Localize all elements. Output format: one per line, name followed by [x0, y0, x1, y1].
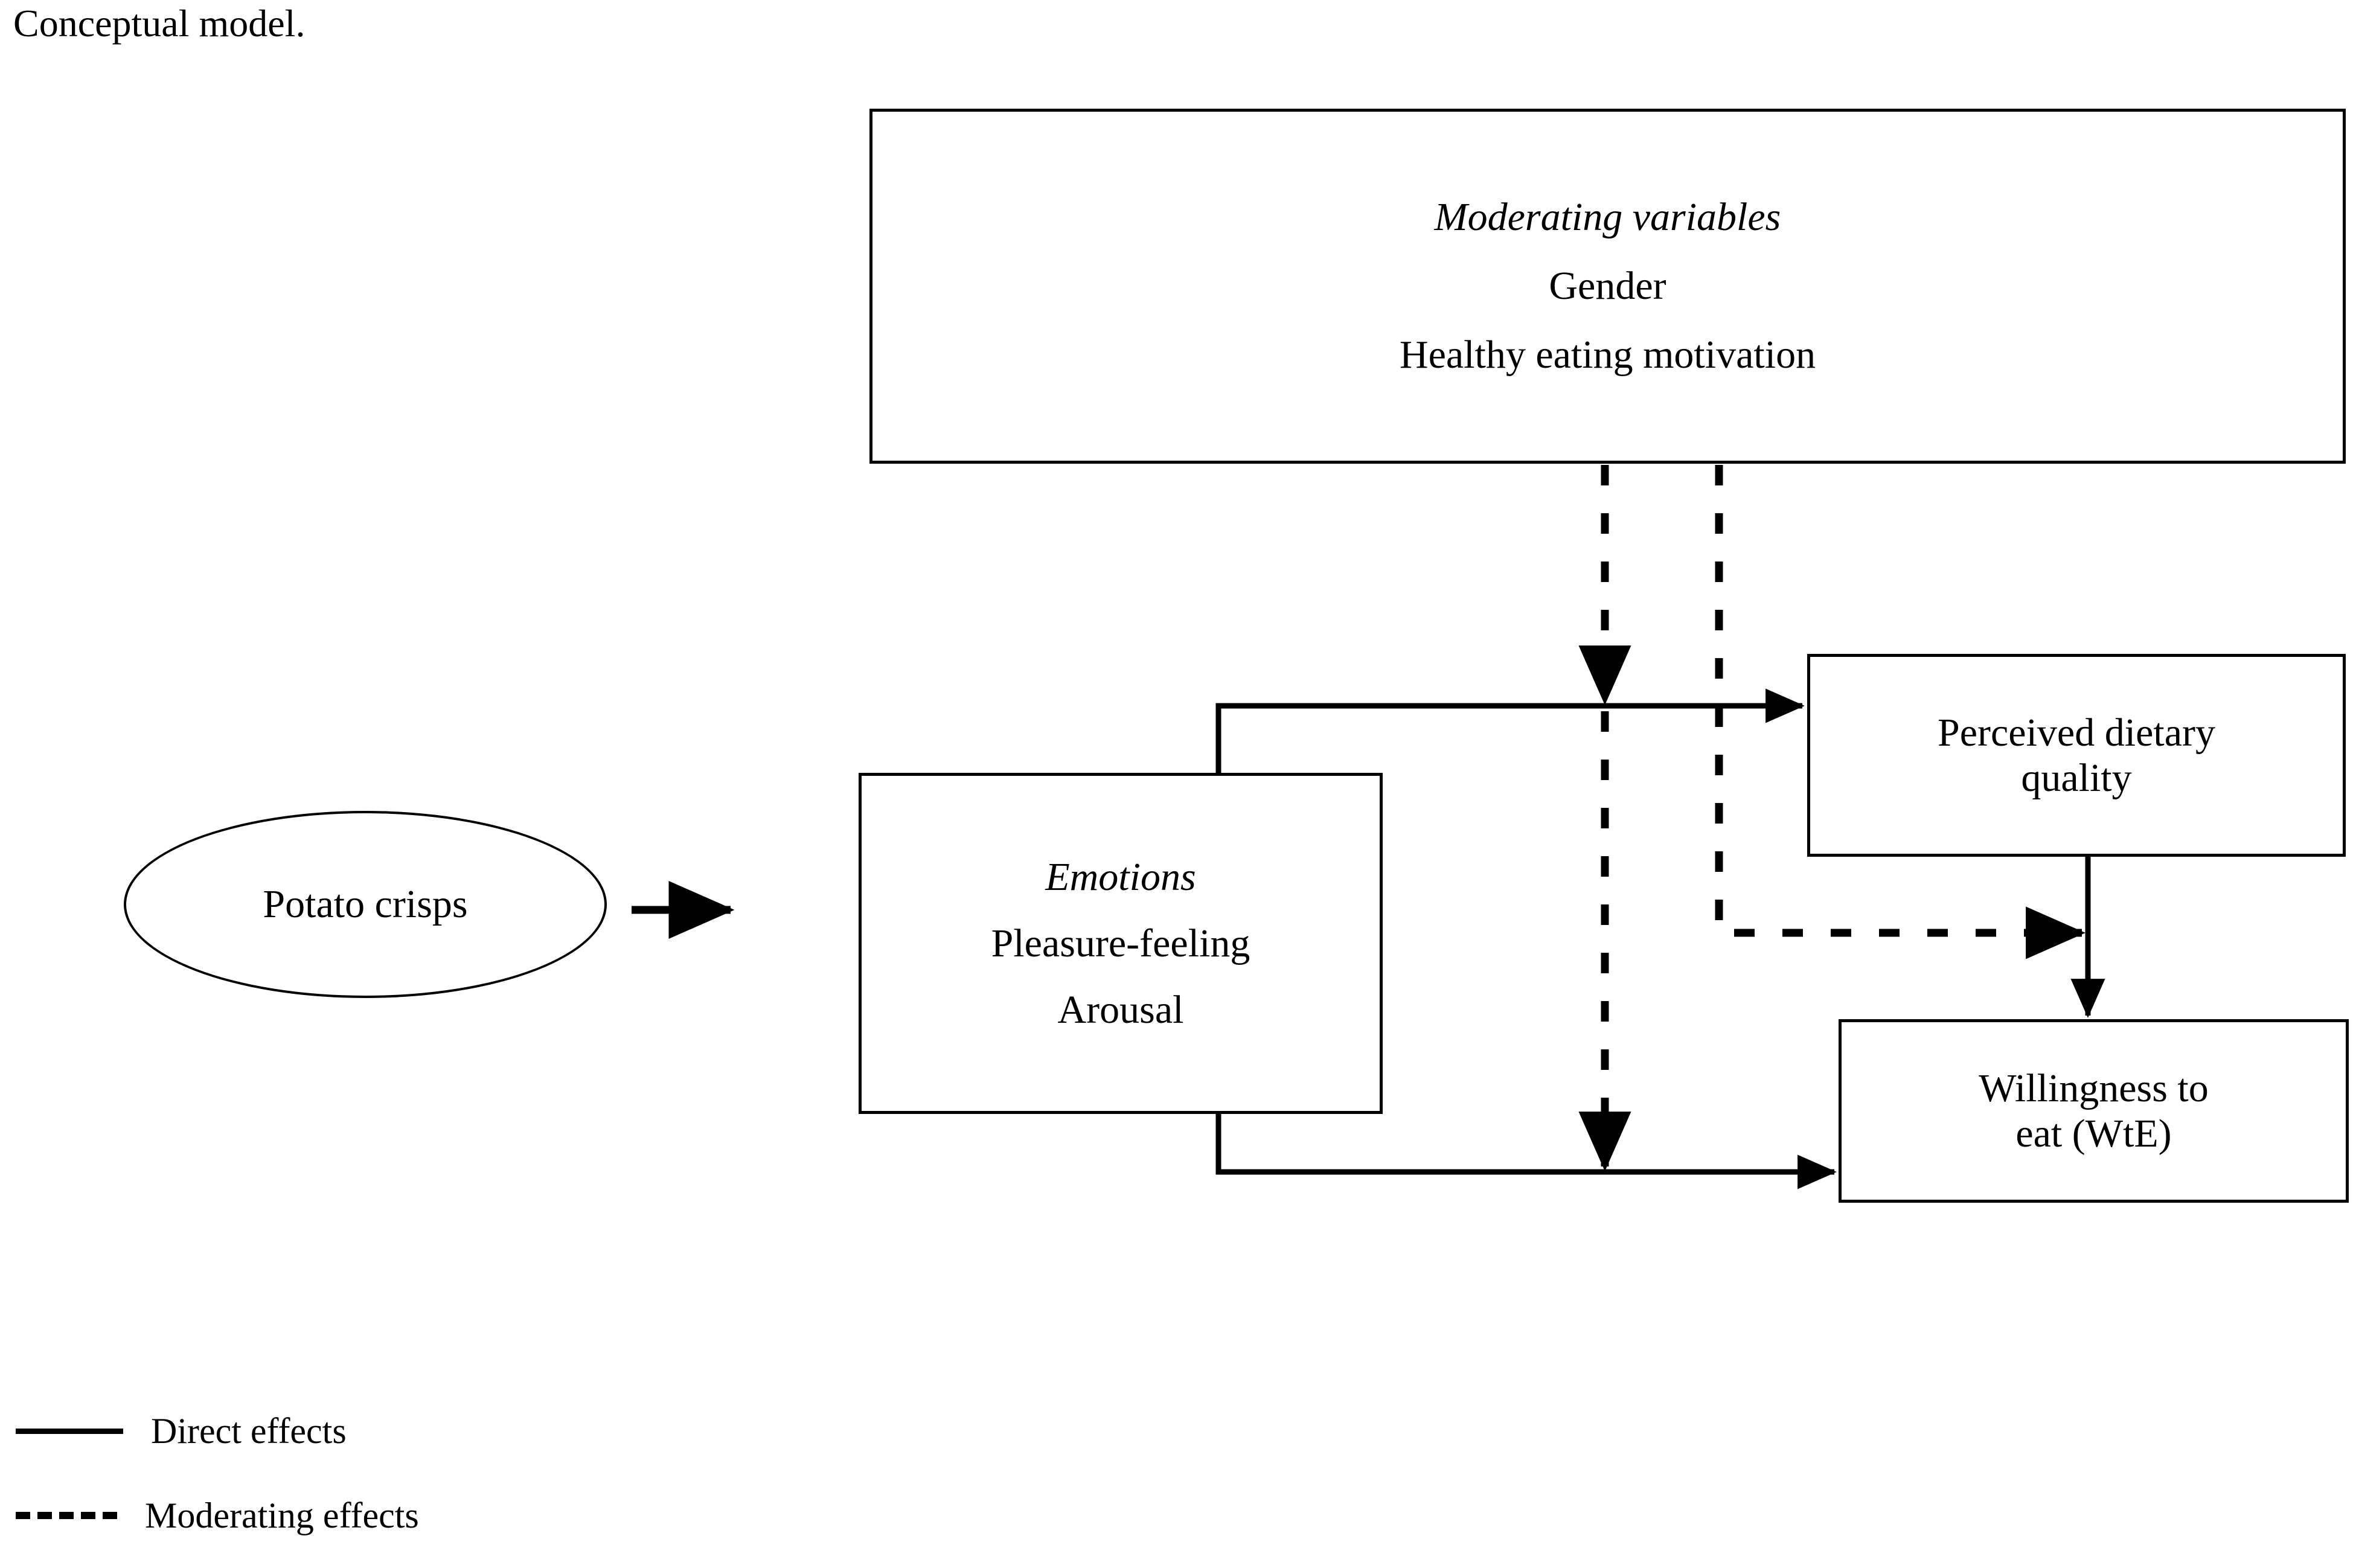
willingness-to-eat-line1: Willingness to [1979, 1066, 2209, 1110]
potato-crisps-label: Potato crisps [263, 882, 468, 926]
moderating-variable-gender: Gender [1549, 264, 1666, 308]
emotions-item-arousal: Arousal [1057, 987, 1184, 1032]
node-willingness-to-eat[interactable]: Willingness to eat (WtE) [1839, 1019, 2349, 1203]
legend-label-direct-effects: Direct effects [151, 1411, 347, 1451]
emotions-item-pleasure-feeling: Pleasure-feeling [991, 921, 1250, 965]
emotions-title: Emotions [1045, 854, 1196, 899]
legend-label-moderating-effects: Moderating effects [145, 1496, 419, 1535]
perceived-dietary-quality-line1: Perceived dietary [1938, 710, 2215, 755]
perceived-dietary-quality-line2: quality [2021, 756, 2132, 800]
willingness-to-eat-line2: eat (WtE) [2015, 1112, 2172, 1156]
legend: Direct effects Moderating effects [16, 1389, 680, 1558]
node-moderating-variables[interactable]: Moderating variables Gender Healthy eati… [869, 109, 2346, 464]
node-perceived-dietary-quality[interactable]: Perceived dietary quality [1807, 654, 2346, 857]
figure-caption: Conceptual model. [13, 2, 306, 45]
node-potato-crisps[interactable]: Potato crisps [124, 811, 607, 998]
moderating-variable-healthy-eating-motivation: Healthy eating motivation [1399, 333, 1816, 377]
node-emotions[interactable]: Emotions Pleasure-feeling Arousal [859, 773, 1383, 1114]
edge-emotions-to-willingness-to-eat [1215, 1114, 1837, 1189]
dashed-line-icon [16, 1512, 117, 1519]
legend-item-direct-effects: Direct effects [16, 1389, 680, 1473]
solid-line-icon [16, 1428, 123, 1434]
moderating-variables-title: Moderating variables [1434, 195, 1781, 239]
edge-emotions-to-perceived-dietary-quality [1215, 688, 1805, 774]
legend-item-moderating-effects: Moderating effects [16, 1473, 680, 1558]
